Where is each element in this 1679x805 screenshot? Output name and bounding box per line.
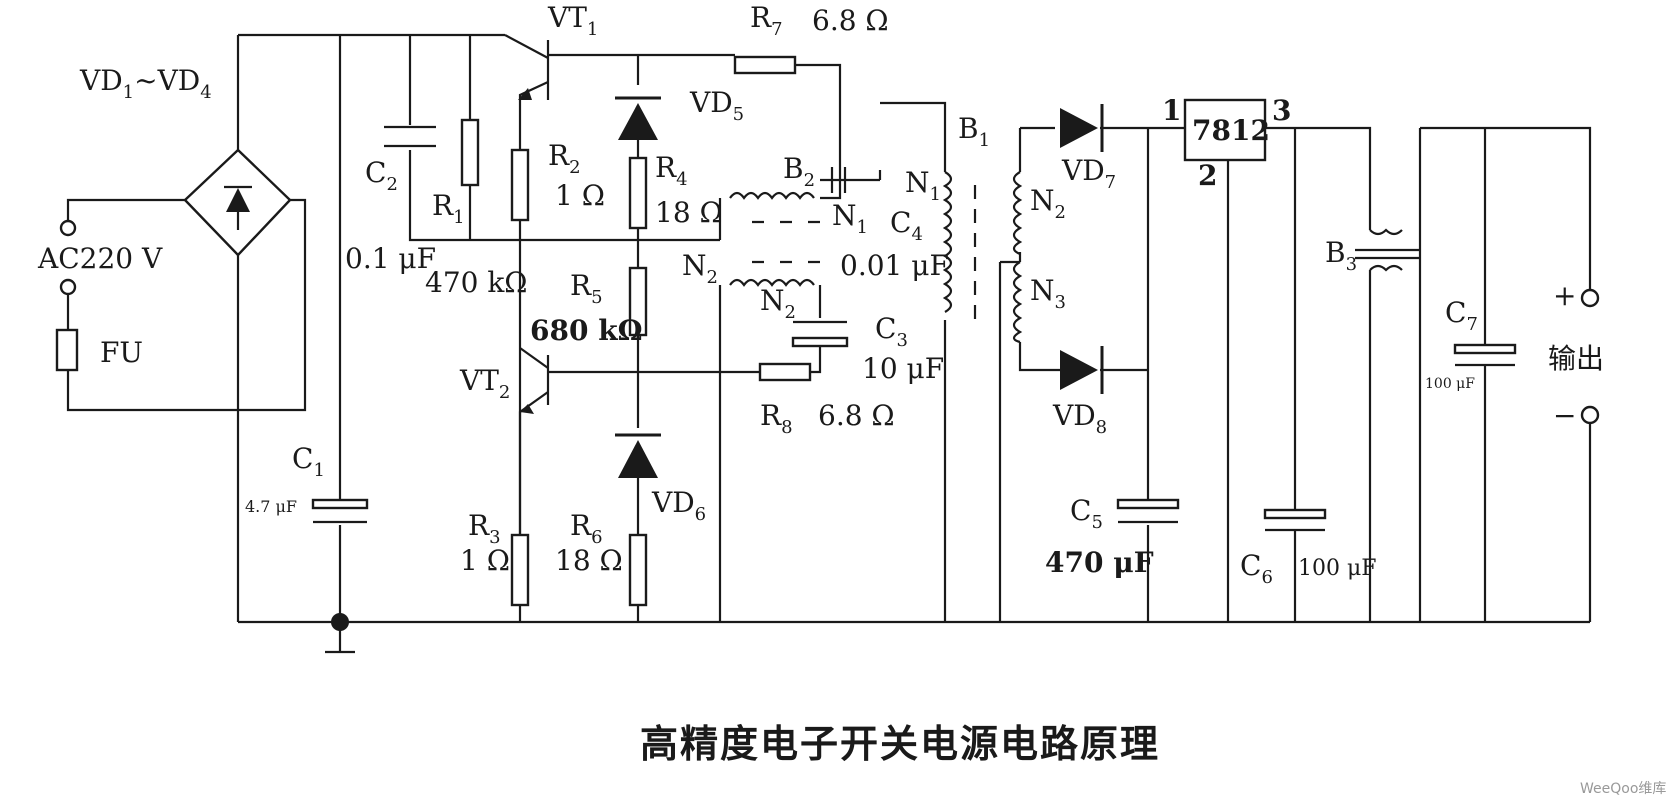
output-terminals — [1580, 288, 1600, 425]
transformer-b2 — [729, 191, 824, 287]
diode-vd8 — [1060, 346, 1104, 394]
transistor-vt2 — [518, 347, 550, 535]
resistor-r8 — [758, 362, 812, 382]
svg-text:R1: R1 — [432, 189, 465, 228]
transformer-b3 — [1355, 228, 1420, 272]
svg-text:B2: B2 — [783, 152, 815, 191]
ac-input-label: AC220 V — [37, 242, 163, 275]
output-minus-label: − — [1553, 399, 1576, 432]
svg-text:680 kΩ: 680 kΩ — [530, 314, 643, 347]
svg-text:R5: R5 — [570, 269, 603, 308]
output-plus-terminal — [1580, 288, 1600, 308]
svg-text:VD6: VD6 — [651, 486, 706, 525]
svg-text:VD7: VD7 — [1061, 154, 1116, 193]
diode-vd5 — [615, 96, 661, 140]
svg-text:B3: B3 — [1325, 236, 1357, 275]
svg-text:C3: C3 — [875, 312, 908, 351]
svg-text:R7: R7 — [750, 1, 783, 40]
svg-text:4.7 μF: 4.7 μF — [245, 497, 297, 516]
resistor-r2 — [510, 148, 530, 222]
watermark: WeeQoo维库 — [1580, 781, 1666, 797]
svg-text:0.1 μF: 0.1 μF — [345, 242, 436, 275]
regulator-7812 — [1183, 98, 1267, 162]
svg-text:C5: C5 — [1070, 494, 1103, 533]
resistor-r4 — [628, 156, 648, 230]
svg-text:6.8 Ω: 6.8 Ω — [818, 399, 895, 432]
diode-vd7 — [1060, 104, 1104, 152]
output-minus-terminal — [1580, 405, 1600, 425]
capacitor-c4 — [830, 167, 847, 193]
svg-text:1 Ω: 1 Ω — [460, 544, 510, 577]
fuse-fu — [55, 328, 79, 372]
capacitor-c1 — [311, 498, 369, 524]
svg-text:VD8: VD8 — [1052, 399, 1107, 438]
resistor-r6 — [628, 533, 648, 607]
svg-text:N2: N2 — [1030, 184, 1066, 223]
resistors — [460, 55, 812, 607]
diagram-title: 高精度电子开关电源电路原理 — [640, 722, 1160, 766]
capacitor-c5 — [1116, 498, 1180, 524]
svg-text:1 Ω: 1 Ω — [555, 179, 605, 212]
svg-text:3: 3 — [1272, 94, 1291, 127]
svg-text:R8: R8 — [760, 399, 793, 438]
resistor-r1 — [460, 118, 480, 187]
svg-text:10 μF: 10 μF — [862, 352, 944, 385]
svg-text:470 μF: 470 μF — [1045, 546, 1154, 579]
svg-text:VT2: VT2 — [459, 364, 510, 403]
svg-text:VD5: VD5 — [689, 86, 744, 125]
output-label: 输出 — [1548, 342, 1604, 375]
svg-text:R2: R2 — [548, 139, 581, 178]
diode-vd6 — [615, 433, 661, 478]
svg-text:N1: N1 — [832, 199, 868, 238]
svg-text:R4: R4 — [655, 151, 688, 190]
resistor-r3 — [510, 533, 530, 607]
svg-text:C1: C1 — [292, 442, 325, 481]
svg-text:N2: N2 — [760, 284, 796, 323]
svg-text:470 kΩ: 470 kΩ — [425, 266, 528, 299]
capacitor-c7 — [1453, 343, 1517, 367]
svg-text:2: 2 — [1198, 159, 1217, 192]
svg-text:R3: R3 — [468, 509, 501, 548]
svg-text:VD1~VD4: VD1~VD4 — [79, 64, 212, 103]
svg-text:0.01 μF: 0.01 μF — [840, 249, 949, 282]
resistor-r5 — [628, 266, 648, 337]
svg-text:R6: R6 — [570, 509, 603, 548]
svg-text:18 Ω: 18 Ω — [555, 544, 623, 577]
capacitor-c6 — [1263, 508, 1327, 532]
svg-text:100 μF: 100 μF — [1298, 556, 1377, 581]
svg-text:6.8 Ω: 6.8 Ω — [812, 4, 889, 37]
svg-text:7812: 7812 — [1192, 114, 1270, 147]
capacitor-c2 — [384, 125, 436, 148]
svg-text:C2: C2 — [365, 156, 398, 195]
ac-input — [55, 219, 79, 372]
svg-text:C6: C6 — [1240, 549, 1273, 588]
svg-text:B1: B1 — [958, 112, 990, 151]
svg-text:N2: N2 — [682, 249, 718, 288]
bridge-rectifier-vd1-vd4 — [183, 148, 292, 257]
svg-text:100 μF: 100 μF — [1425, 376, 1475, 392]
svg-text:1: 1 — [1162, 94, 1181, 127]
labels: VD1~VD4 AC220 V FU C1 4.7 μF C2 0.1 μF R… — [37, 1, 1604, 588]
capacitor-c3 — [791, 320, 849, 348]
transformer-b1 — [942, 171, 1023, 344]
svg-text:C4: C4 — [890, 206, 923, 245]
resistor-r7 — [733, 55, 797, 75]
ground-node — [331, 613, 349, 631]
output-plus-label: + — [1553, 279, 1576, 312]
svg-text:N3: N3 — [1030, 274, 1066, 313]
svg-text:VT1: VT1 — [547, 1, 598, 40]
fuse-label: FU — [100, 336, 143, 369]
svg-text:18 Ω: 18 Ω — [655, 196, 723, 229]
transistor-vt1 — [518, 88, 532, 100]
svg-text:N1: N1 — [905, 166, 941, 205]
svg-text:C7: C7 — [1445, 296, 1478, 335]
wires — [66, 33, 1592, 654]
